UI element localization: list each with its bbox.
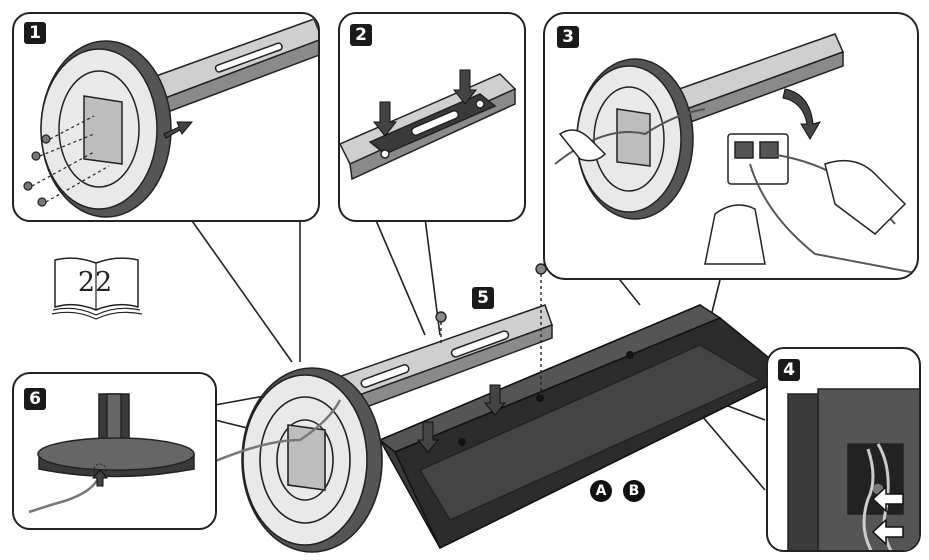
step-number-5: 5 [472, 287, 494, 309]
step-2-panel: 2 [338, 12, 526, 222]
step-3-panel: 3 [543, 12, 919, 280]
stand-round-plate [241, 367, 383, 553]
attach-bracket-illustration [23, 18, 318, 218]
arrow-up-icon [91, 469, 109, 487]
page-reference-booklet: 22 [50, 255, 145, 320]
page-reference-number: 22 [77, 267, 113, 298]
step-1-panel: 1 [12, 12, 320, 222]
cable-routing-closeup-illustration [787, 388, 919, 550]
curved-arrow-icon [782, 88, 822, 140]
neck-bar-screw-holes-illustration [340, 69, 517, 181]
step-6-panel: 6 [12, 372, 217, 530]
step-number-1: 1 [24, 22, 46, 44]
hand-icon [558, 129, 907, 265]
step-number-3: 3 [557, 26, 579, 48]
arrow-right-icon [163, 121, 194, 139]
step-4-panel: 4 [766, 347, 921, 552]
step-number-6: 6 [24, 388, 46, 410]
step-number-2: 2 [350, 24, 372, 46]
part-label-b: B [623, 480, 645, 502]
arrow-left-icon [871, 485, 904, 546]
screw-icon [23, 115, 110, 207]
step-number-4: 4 [778, 359, 800, 381]
part-label-a: A [590, 480, 612, 502]
open-book-icon [51, 257, 143, 320]
stand-neck-bar [328, 304, 553, 416]
connect-cables-illustration [554, 33, 917, 275]
tv-stand-base [378, 304, 792, 550]
arrow-down-icon [372, 69, 478, 137]
stand-cable-exit-illustration [28, 393, 195, 514]
